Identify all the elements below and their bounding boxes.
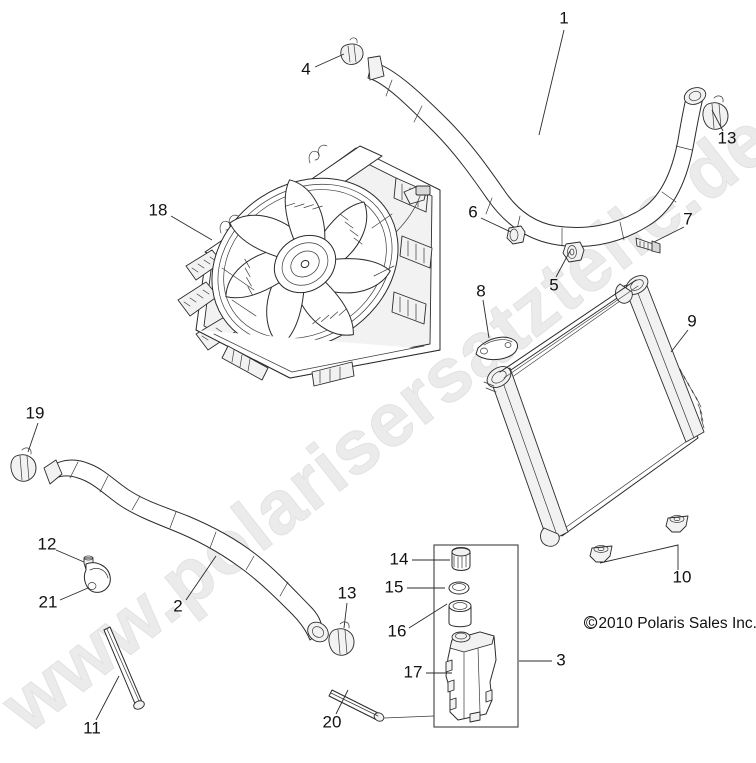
callout-leader-13 xyxy=(711,109,724,132)
part-radiator-9 xyxy=(483,275,705,547)
callout-number-11[interactable]: 11 xyxy=(83,718,101,737)
part-nut-6 xyxy=(506,225,526,245)
part-filler-collar-16 xyxy=(448,600,472,628)
callout-leader-1 xyxy=(538,29,565,136)
part-bolt-7 xyxy=(635,237,661,254)
part-hose-clamp-4 xyxy=(340,37,364,65)
part-long-rod-11 xyxy=(103,626,145,710)
part-fan-shroud-assembly xyxy=(177,144,441,387)
callout-leader-13 xyxy=(343,602,348,629)
callout-number-3[interactable]: 3 xyxy=(556,650,565,669)
part-recovery-bottle-17 xyxy=(445,631,497,723)
callout-leader-21 xyxy=(59,587,89,601)
callout-number-4[interactable]: 4 xyxy=(301,59,310,78)
callout-leader-2 xyxy=(185,555,217,601)
callout-number-15[interactable]: 15 xyxy=(385,577,404,596)
callout-leader-16 xyxy=(408,603,448,629)
callout-leader-4 xyxy=(314,53,345,68)
copyright-notice: ©2010 Polaris Sales Inc. xyxy=(584,615,756,632)
part-flange-nut-5 xyxy=(562,241,585,263)
callout-number-17[interactable]: 17 xyxy=(404,662,423,681)
part-grommet-mounts-10 xyxy=(589,515,689,563)
callout-leader-11 xyxy=(95,675,120,721)
callout-number-18[interactable]: 18 xyxy=(149,200,168,219)
callout-leader-19 xyxy=(27,422,39,453)
callout-leader-8 xyxy=(482,299,490,339)
callout-number-21[interactable]: 21 xyxy=(39,592,58,611)
callout-number-2[interactable]: 2 xyxy=(173,596,182,615)
callout-number-10[interactable]: 10 xyxy=(673,567,692,586)
svg-text:©2010 Polaris Sales Inc.: ©2010 Polaris Sales Inc. xyxy=(586,615,756,632)
part-upper-radiator-hose xyxy=(367,55,707,248)
callout-number-8[interactable]: 8 xyxy=(476,281,485,300)
callout-number-5[interactable]: 5 xyxy=(549,275,558,294)
copyright-body: 2010 Polaris Sales Inc. xyxy=(598,615,756,632)
callout-leader-12 xyxy=(55,549,85,563)
callout-number-14[interactable]: 14 xyxy=(390,549,409,568)
reservoir-detail-box xyxy=(433,544,519,728)
part-lower-radiator-hose xyxy=(43,459,329,643)
callout-leader-7 xyxy=(653,226,685,243)
callout-number-1[interactable]: 1 xyxy=(559,8,568,27)
callout-number-9[interactable]: 9 xyxy=(687,311,696,330)
part-vent-tube-20 xyxy=(328,689,435,722)
callout-leader-6 xyxy=(480,217,512,233)
callout-number-6[interactable]: 6 xyxy=(468,202,477,221)
callout-number-19[interactable]: 19 xyxy=(26,403,45,422)
callout-leader-9 xyxy=(670,329,689,353)
part-hose-clamp-13-bottom xyxy=(328,621,355,656)
callout-leader-5 xyxy=(555,250,571,278)
part-mounting-bracket-8 xyxy=(475,336,518,361)
callout-number-12[interactable]: 12 xyxy=(38,534,57,553)
callout-leader-18 xyxy=(170,215,213,241)
callout-number-13[interactable]: 13 xyxy=(718,128,737,147)
part-retaining-clip-21 xyxy=(83,562,111,593)
part-reservoir-cap-14 xyxy=(451,547,471,571)
part-seal-oring-15 xyxy=(448,581,470,595)
callout-number-13[interactable]: 13 xyxy=(338,583,357,602)
callout-number-16[interactable]: 16 xyxy=(388,621,407,640)
callout-number-7[interactable]: 7 xyxy=(683,209,692,228)
part-hose-clamp-13-top xyxy=(702,95,729,130)
callout-number-20[interactable]: 20 xyxy=(323,712,342,731)
callout-leader-10 xyxy=(599,544,679,570)
part-hose-clamp-19 xyxy=(10,447,37,482)
callout-leader-20 xyxy=(335,689,349,715)
